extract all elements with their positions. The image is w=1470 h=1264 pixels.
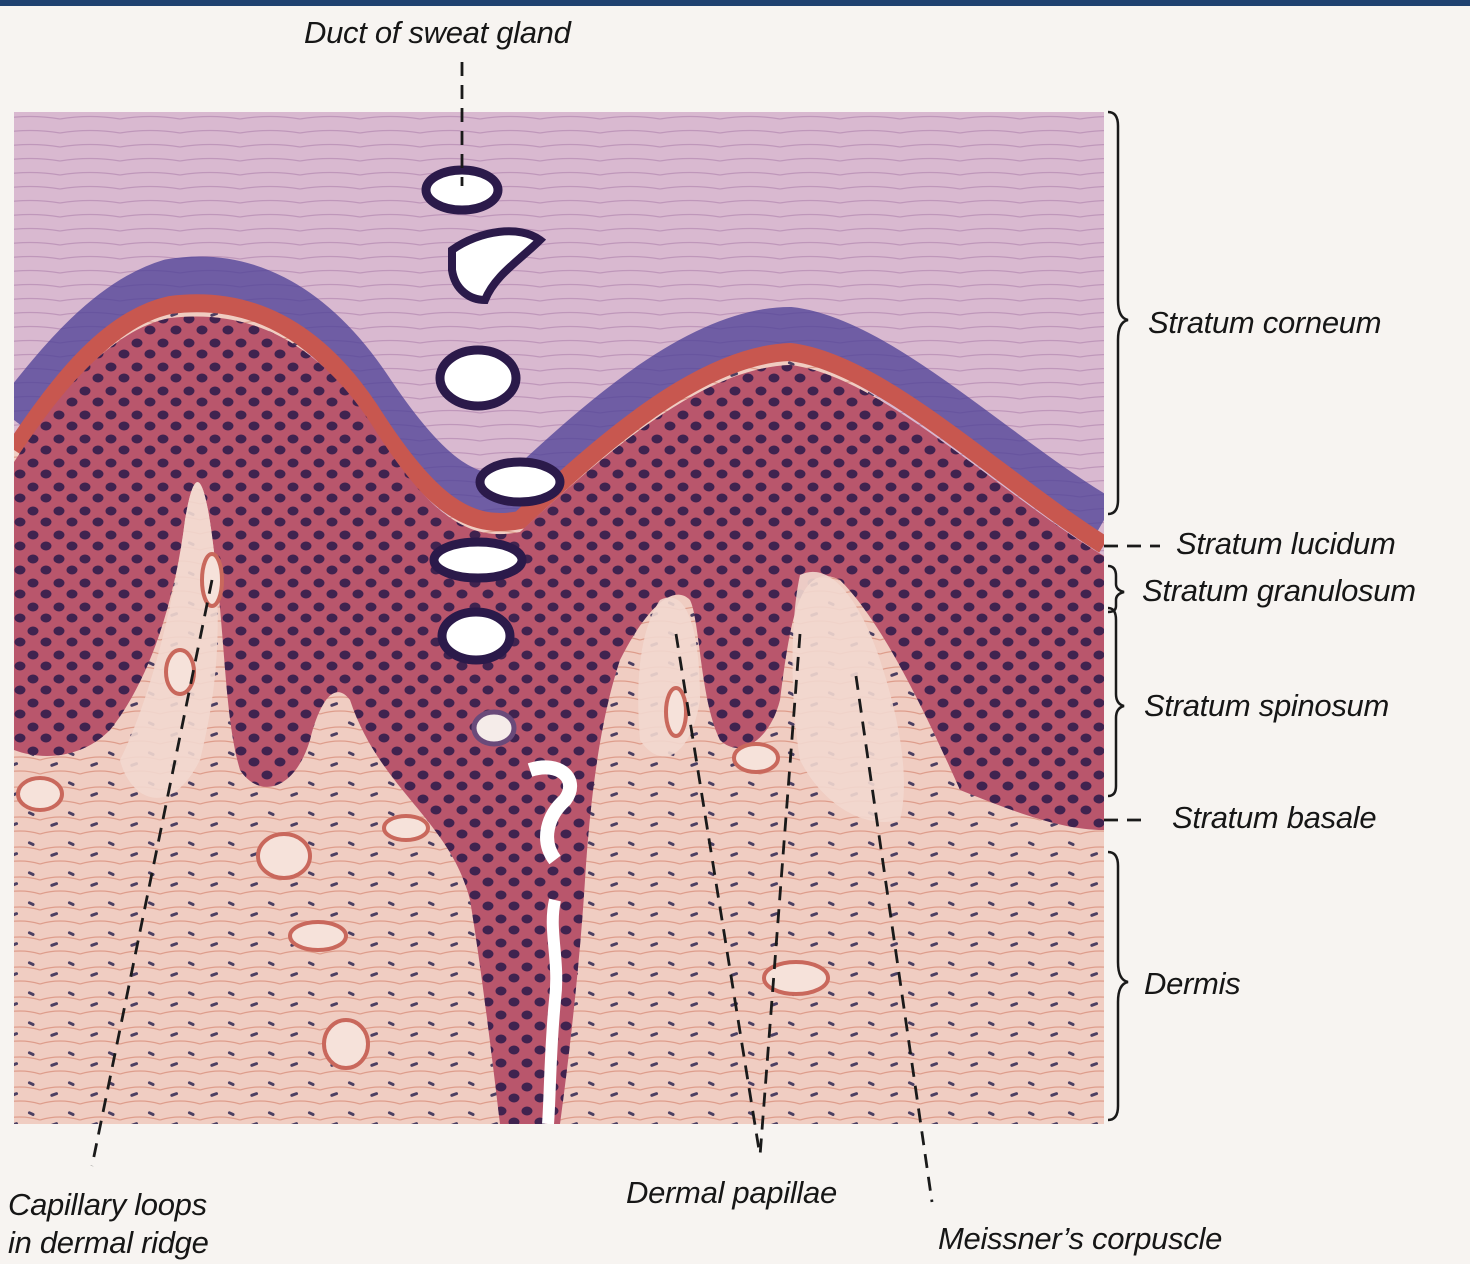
label-stratum-corneum: Stratum corneum [1148,306,1381,340]
label-dermis: Dermis [1144,967,1240,1001]
label-dermal-papillae: Dermal papillae [626,1176,837,1210]
brace-stratum-corneum [1108,112,1128,514]
label-duct-of-sweat-gland: Duct of sweat gland [304,16,571,50]
label-stratum-lucidum: Stratum lucidum [1176,527,1395,561]
layer-braces [1108,112,1128,1120]
label-stratum-granulosum: Stratum granulosum [1142,574,1416,608]
label-stratum-spinosum: Stratum spinosum [1144,689,1389,723]
brace-stratum-granulosum [1108,566,1124,612]
label-meissners-corpuscle: Meissner’s corpuscle [938,1222,1222,1256]
label-stratum-basale: Stratum basale [1172,801,1376,835]
brace-dermis [1108,852,1128,1120]
label-capillary-loops-line2: in dermal ridge [8,1226,209,1260]
label-capillary-loops-line1: Capillary loops [8,1188,207,1222]
tissue-section [14,112,1104,1124]
brace-stratum-spinosum [1108,608,1124,796]
